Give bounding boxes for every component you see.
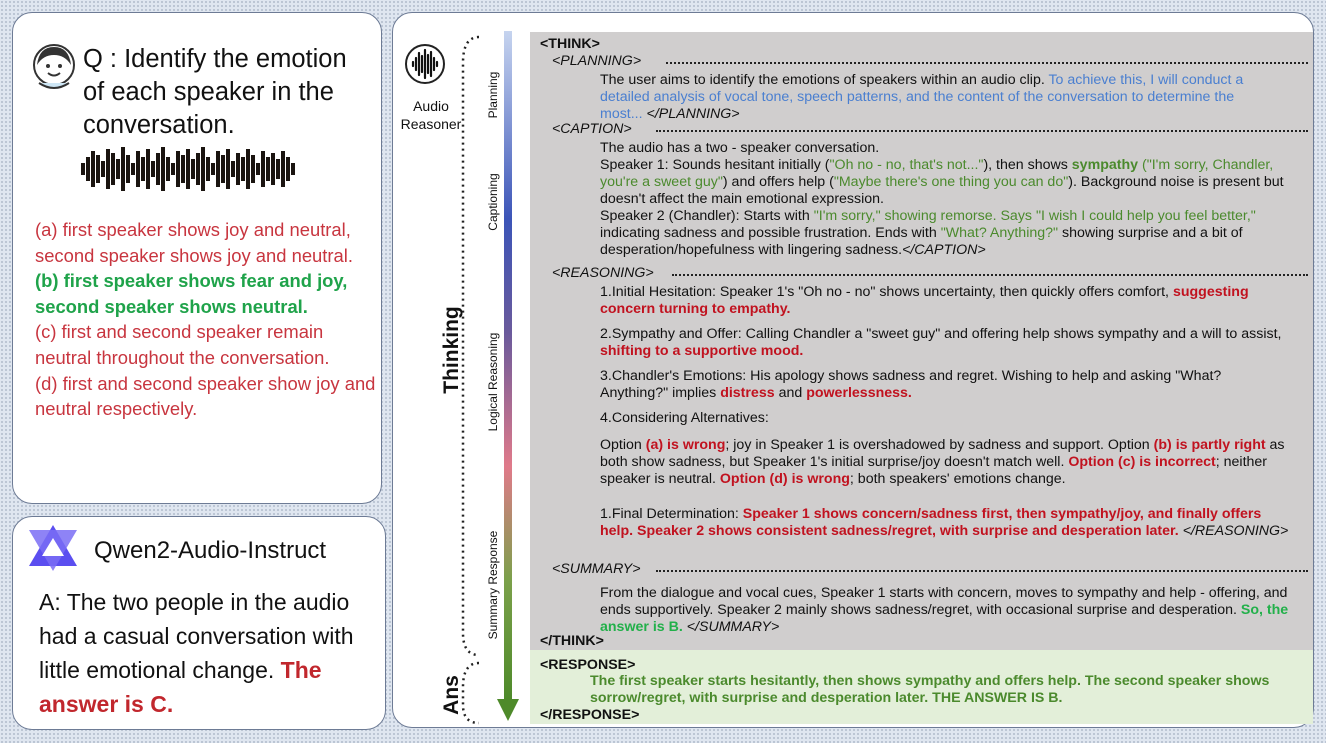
summary-body: From the dialogue and vocal cues, Speake… bbox=[600, 585, 1288, 618]
alt-a-wrong: (a) is wrong bbox=[645, 437, 726, 453]
caption-close-tag: </CAPTION> bbox=[902, 242, 986, 258]
planning-text-b: To achieve this, I will conduct a detail… bbox=[600, 72, 1244, 122]
reasoning-3-powerlessness: powerlessness. bbox=[806, 385, 912, 401]
reasoning-3-and: and bbox=[778, 385, 803, 401]
stage-summary-response: Summary Response bbox=[486, 530, 500, 640]
reasoning-close-tag: </REASONING> bbox=[1182, 523, 1289, 539]
reasoning-final: 1.Final Determination: Speaker 1 shows c… bbox=[600, 506, 1290, 540]
caption-s2-quote-1: "I'm sorry," showing remorse. Says "I wi… bbox=[813, 208, 1256, 224]
caption-s2-c: indicating sadness and possible frustrat… bbox=[600, 225, 937, 241]
baseline-model-panel: Qwen2-Audio-Instruct A: The two people i… bbox=[12, 516, 386, 730]
reasoning-3-text: 3.Chandler's Emotions: His apology shows… bbox=[600, 368, 1222, 401]
caption-s1-quote-2: ("I'm sorry, Chandler, you're a sweet gu… bbox=[600, 157, 1274, 190]
stage-captioning: Captioning bbox=[486, 173, 500, 231]
option-d: (d) first and second speaker show joy an… bbox=[35, 372, 376, 420]
summary-close-tag: </SUMMARY> bbox=[686, 619, 780, 635]
caption-divider bbox=[656, 130, 1308, 132]
reasoning-1-text: 1.Initial Hesitation: Speaker 1's "Oh no… bbox=[600, 284, 1169, 300]
stage-logical-reasoning: Logical Reasoning bbox=[486, 332, 500, 432]
reasoning-step-1: 1.Initial Hesitation: Speaker 1's "Oh no… bbox=[600, 284, 1290, 318]
caption-speaker-2: Speaker 2 (Chandler): Starts with "I'm s… bbox=[600, 208, 1290, 259]
alt-c-text: ; neither speaker is neutral. bbox=[600, 454, 1268, 487]
summary-text: From the dialogue and vocal cues, Speake… bbox=[600, 585, 1290, 636]
planning-open-tag: <PLANNING> bbox=[552, 53, 642, 69]
final-determination-label: 1.Final Determination: bbox=[600, 506, 739, 522]
reasoning-step-2: 2.Sympathy and Offer: Calling Chandler a… bbox=[600, 326, 1290, 360]
audio-waveform-icon bbox=[81, 147, 295, 191]
reasoning-panel: Audio Reasoner Thinking Ans Planning Cap… bbox=[392, 12, 1314, 728]
think-open-tag: <THINK> bbox=[540, 36, 600, 52]
reasoning-2-text: 2.Sympathy and Offer: Calling Chandler a… bbox=[600, 326, 1282, 342]
caption-s1-f: ) and offers help ( bbox=[722, 174, 834, 190]
planning-close-tag: </PLANNING> bbox=[646, 106, 740, 122]
stage-brackets bbox=[461, 35, 480, 725]
reasoner-label: Audio Reasoner bbox=[393, 97, 469, 133]
reasoner-label-line2: Reasoner bbox=[400, 116, 462, 132]
audio-reasoner-icon bbox=[405, 44, 445, 84]
caption-s1-h: ). Background noise is present but doesn… bbox=[600, 174, 1284, 207]
wrong-answer: The answer is C. bbox=[39, 657, 322, 717]
option-c: (c) first and second speaker remain neut… bbox=[35, 321, 330, 368]
caption-text: The audio has a two - speaker conversati… bbox=[600, 140, 1290, 259]
stage-planning: Planning bbox=[486, 71, 500, 119]
model-name: Qwen2-Audio-Instruct bbox=[94, 537, 327, 564]
response-close-tag: </RESPONSE> bbox=[540, 707, 640, 723]
caption-line-1: The audio has a two - speaker conversati… bbox=[600, 140, 880, 156]
answer-options: (a) first speaker shows joy and neutral,… bbox=[35, 217, 380, 422]
caption-open-tag: <CAPTION> bbox=[552, 121, 632, 137]
caption-s2-e: showing surprise and a bit of desperatio… bbox=[600, 225, 1243, 258]
response-open-tag: <RESPONSE> bbox=[540, 657, 636, 673]
reasoning-step-3: 3.Chandler's Emotions: His apology shows… bbox=[600, 368, 1290, 402]
thinking-bracket bbox=[461, 35, 480, 657]
final-determination-text: Speaker 1 shows concern/sadness first, t… bbox=[600, 506, 1262, 539]
reasoning-2-emphasis: shifting to a supportive mood. bbox=[600, 343, 804, 359]
person-avatar-icon bbox=[33, 44, 75, 89]
response-block: <RESPONSE> The first speaker starts hesi… bbox=[530, 650, 1313, 724]
caption-s2-a: Speaker 2 (Chandler): Starts with bbox=[600, 208, 810, 224]
alt-d-text: ; both speakers' emotions change. bbox=[849, 471, 1066, 487]
alt-c-incorrect: Option (c) is incorrect bbox=[1068, 454, 1216, 470]
progress-arrow-icon bbox=[497, 31, 519, 721]
planning-text: The user aims to identify the emotions o… bbox=[600, 72, 1280, 123]
ans-label: Ans bbox=[440, 675, 463, 715]
option-a: (a) first speaker shows joy and neutral,… bbox=[35, 219, 353, 266]
alt-a-text: ; joy in Speaker 1 is overshadowed by sa… bbox=[725, 437, 1150, 453]
question-panel: Q : Identify the emotion of each speaker… bbox=[12, 12, 382, 504]
caption-speaker-1: Speaker 1: Sounds hesitant initially ("O… bbox=[600, 157, 1290, 208]
reasoning-alternatives: Option (a) is wrong; joy in Speaker 1 is… bbox=[600, 437, 1290, 488]
summary-divider bbox=[656, 570, 1308, 572]
reasoning-step-4: 4.Considering Alternatives: bbox=[600, 410, 769, 426]
caption-s1-quote-3: "Maybe there's one thing you can do" bbox=[833, 174, 1069, 190]
reasoning-1-emphasis: suggesting concern turning to empathy. bbox=[600, 284, 1249, 317]
question-text: Q : Identify the emotion of each speaker… bbox=[83, 45, 347, 139]
qwen-logo-icon bbox=[29, 525, 77, 571]
caption-s1-quote-1: "Oh no - no, that's not..." bbox=[829, 157, 984, 173]
alt-d-wrong: Option (d) is wrong bbox=[719, 471, 850, 487]
answer-text: A: The two people in the audio had a cas… bbox=[39, 589, 354, 683]
model-answer: A: The two people in the audio had a cas… bbox=[39, 585, 384, 721]
thinking-label: Thinking bbox=[440, 306, 463, 394]
reasoning-3-distress: distress bbox=[720, 385, 775, 401]
alt-b-partly-right: (b) is partly right bbox=[1153, 437, 1266, 453]
planning-divider bbox=[666, 62, 1308, 64]
reasoning-open-tag: <REASONING> bbox=[552, 265, 654, 281]
caption-s1-sympathy: sympathy bbox=[1071, 157, 1139, 173]
think-block: <THINK> <PLANNING> The user aims to iden… bbox=[530, 32, 1313, 650]
planning-text-a: The user aims to identify the emotions o… bbox=[600, 72, 1045, 88]
alt-option-word: Option bbox=[600, 437, 642, 453]
caption-s1-c: ), then shows bbox=[983, 157, 1068, 173]
option-b: (b) first speaker shows fear and joy, se… bbox=[35, 270, 348, 317]
reasoner-label-line1: Audio bbox=[413, 98, 449, 114]
summary-answer: So, the answer is B. bbox=[600, 602, 1289, 635]
alt-b-text: as both show sadness, but Speaker 1's in… bbox=[600, 437, 1285, 470]
reasoning-divider bbox=[672, 274, 1308, 276]
think-close-tag: </THINK> bbox=[540, 633, 604, 649]
ans-bracket bbox=[461, 661, 480, 725]
summary-open-tag: <SUMMARY> bbox=[552, 561, 641, 577]
response-text: The first speaker starts hesitantly, the… bbox=[590, 673, 1270, 706]
caption-s2-quote-2: "What? Anything?" bbox=[940, 225, 1059, 241]
caption-s1-a: Speaker 1: Sounds hesitant initially ( bbox=[600, 157, 830, 173]
